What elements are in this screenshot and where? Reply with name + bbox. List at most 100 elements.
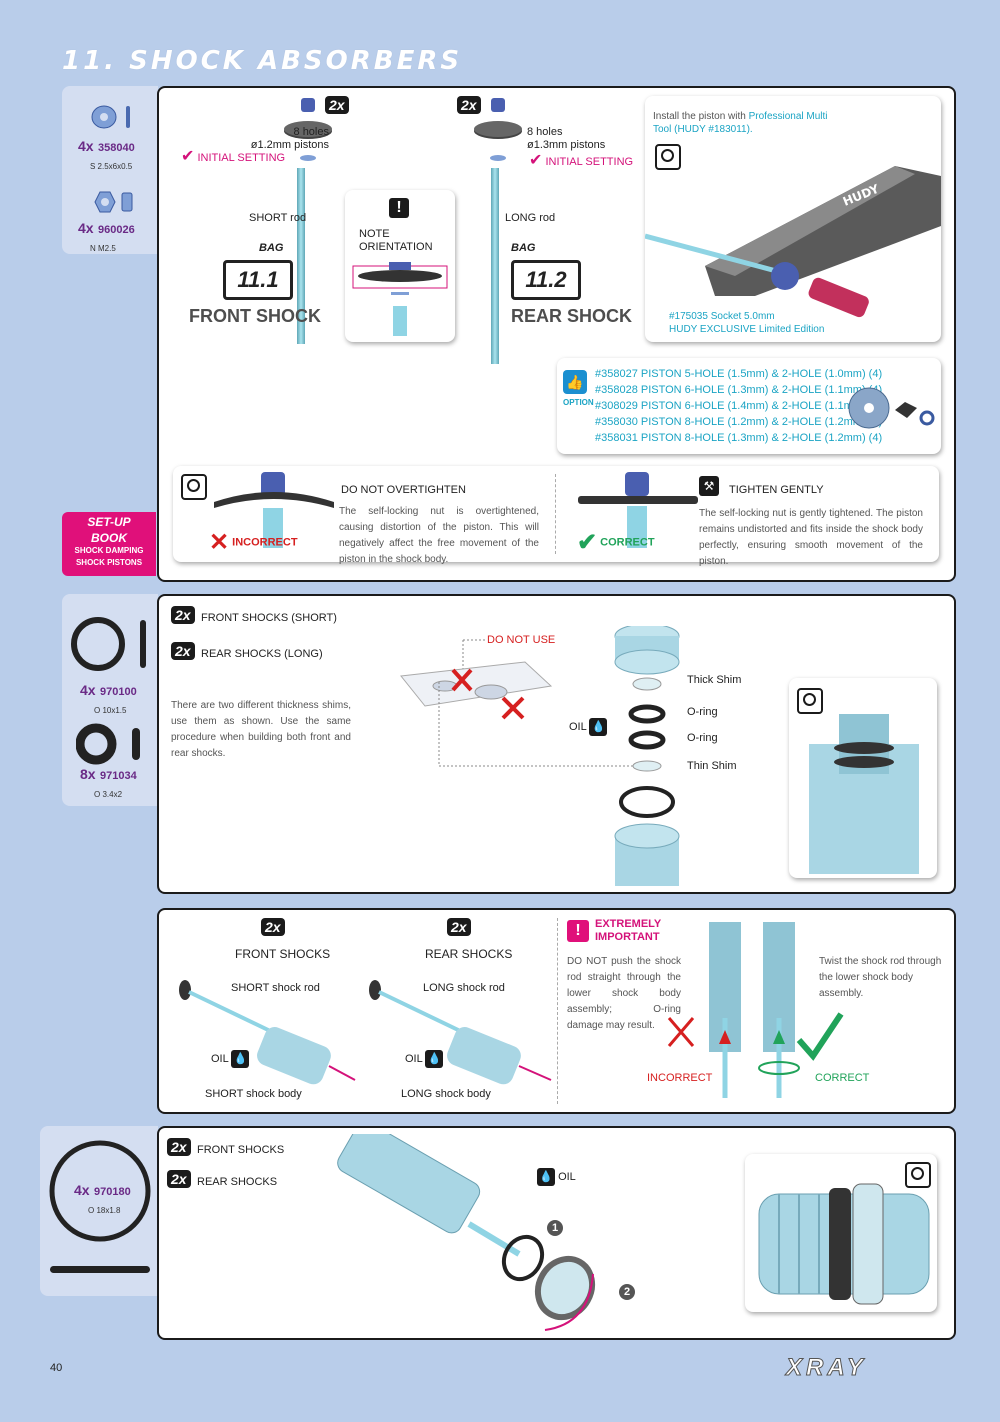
rear-initial-setting: ✔ INITIAL SETTING (529, 152, 634, 169)
important-icon: ! (567, 920, 589, 942)
do-not-use-label: DO NOT USE (487, 634, 556, 646)
incorrect-label: INCORRECT (647, 1072, 713, 1084)
wrench-icon: ⚒ (699, 476, 719, 496)
rear-shocks-label: REAR SHOCKS (425, 947, 513, 961)
divider (555, 474, 556, 554)
step-number-1: 1 (547, 1220, 563, 1236)
tightened-piston-image (578, 472, 698, 548)
socket-label: #175035 Socket 5.0mm HUDY EXCLUSIVE Limi… (669, 311, 825, 335)
oring-label-2: O-ring (687, 732, 718, 744)
shim-instructions: There are two different thickness shims,… (171, 700, 351, 759)
bag-number-rear: 11.2 (511, 260, 581, 300)
short-rod-label: SHORT rod (249, 212, 307, 224)
short-shock-rod-label: SHORT shock rod (231, 982, 320, 994)
option-item: #358031 PISTON 8-HOLE (1.3mm) & 2-HOLE (… (595, 432, 883, 444)
part-971034: 8x 971034 O 3.4x2 (80, 766, 137, 799)
front-shocks-short-label: FRONT SHOCKS (SHORT) (201, 612, 337, 624)
rear-shocks-long-label: REAR SHOCKS (LONG) (201, 648, 323, 660)
oil-label-front: OIL 💧 (211, 1050, 250, 1068)
twist-text: Twist the shock rod through the lower sh… (819, 956, 942, 999)
option-item: #358030 PISTON 8-HOLE (1.2mm) & 2-HOLE (… (595, 416, 883, 428)
thick-shim-label: Thick Shim (687, 674, 742, 686)
magnify-icon (797, 688, 823, 714)
option-label: OPTION (563, 398, 594, 407)
front-shock-label: FRONT SHOCK (189, 306, 321, 326)
long-rod-image (491, 168, 499, 364)
page-number: 40 (50, 1362, 63, 1374)
oil-drop-icon: 💧 (231, 1050, 250, 1068)
magnify-icon (905, 1162, 931, 1188)
thin-shim-label: Thin Shim (687, 760, 737, 772)
rear-shocks-label: REAR SHOCKS (197, 1176, 278, 1188)
front-shocks-label: FRONT SHOCKS (235, 947, 331, 961)
step-panel-1: 2x 8 holes ø1.2mm pistons ✔ INITIAL SETT… (157, 86, 956, 582)
front-initial-setting: ✔ INITIAL SETTING (181, 148, 286, 165)
page-title: 11. SHOCK ABSORBERS (62, 46, 463, 76)
long-shock-rod-label: LONG shock rod (423, 982, 505, 994)
oring-large-icon (71, 617, 146, 671)
divider (557, 918, 558, 1104)
parts-strip-4: 4x 970180 O 18x1.8 (40, 1126, 158, 1296)
option-pistons-box: 👍 OPTION #358027 PISTON 5-HOLE (1.5mm) &… (557, 358, 941, 454)
part-960026: 4x 960026 N M2.5 (78, 220, 135, 253)
incorrect-label: ✕ INCORRECT (209, 529, 298, 556)
oil-label: OIL 💧 (569, 718, 608, 736)
important-heading: EXTREMELY IMPORTANT (595, 918, 662, 943)
oring-closeup-image (809, 714, 919, 874)
option-item: #358028 PISTON 6-HOLE (1.3mm) & 2-HOLE (… (595, 384, 883, 396)
bag-number-front: 11.1 (223, 260, 293, 300)
overtightened-piston-image (214, 472, 334, 548)
oil-label-rear: OIL 💧 (405, 1050, 444, 1068)
step-panel-4: 2x FRONT SHOCKS 2x REAR SHOCKS 💧 OIL 1 2 (157, 1126, 956, 1340)
oring-small-icon (76, 723, 140, 765)
oring-label-1: O-ring (687, 706, 718, 718)
long-rod-label: LONG rod (505, 212, 556, 224)
tighten-title: TIGHTEN GENTLY (729, 484, 824, 496)
rear-shock-label: REAR SHOCK (511, 306, 633, 326)
oil-drop-icon: 💧 (537, 1168, 555, 1186)
correct-label: CORRECT (815, 1072, 870, 1084)
setup-book-tab[interactable]: SET-UP BOOK SHOCK DAMPING SHOCK PISTONS (62, 512, 156, 576)
oil-drop-icon: 💧 (425, 1050, 444, 1068)
piston-front-diagram (284, 98, 332, 161)
multi-tool-image: HUDY (645, 166, 941, 318)
exclamation-icon: ! (389, 198, 409, 218)
bag-label-front: BAG (259, 242, 284, 254)
front-shock-assembly-image (179, 980, 356, 1085)
tool-text: Install the piston with Professional Mul… (653, 111, 828, 135)
important-text: DO NOT push the shock rod straight throu… (567, 956, 681, 1031)
parts-strip-2: 4x 970100 O 10x1.5 8x 971034 O 3.4x2 (62, 594, 158, 806)
qty-badge: 2x (167, 1170, 191, 1188)
piston-rear-diagram (474, 98, 522, 161)
front-holes-label: 8 holes ø1.2mm pistons (250, 126, 329, 151)
oring-closeup-box (789, 678, 937, 878)
cross-icon: ✕ (209, 529, 230, 556)
qty-badge: 2x (171, 642, 195, 660)
note-orientation-box: ! NOTE ORIENTATION (345, 190, 455, 342)
bag-label-rear: BAG (511, 242, 536, 254)
qty-badge: 2x (171, 606, 195, 624)
rear-shock-assembly-image (369, 980, 552, 1085)
nut-icon (94, 191, 133, 213)
piston-orientation-diagram (352, 262, 448, 336)
parts-strip-1: 4x 358040 S 2.5x6x0.5 4x 960026 N M2.5 (62, 86, 158, 254)
option-item: #358027 PISTON 5-HOLE (1.5mm) & 2-HOLE (… (595, 368, 883, 380)
option-piston-image (848, 387, 935, 429)
oring-xl-icon (49, 1140, 151, 1242)
short-shock-body-label: SHORT shock body (205, 1088, 302, 1100)
shim-sprue-diagram (400, 626, 680, 886)
qty-badge: 2x (457, 96, 481, 114)
option-list: #358027 PISTON 5-HOLE (1.5mm) & 2-HOLE (… (595, 366, 882, 446)
qty-badge: 2x (167, 1138, 191, 1156)
step-panel-3: 2x FRONT SHOCKS 2x REAR SHOCKS SHORT sho… (157, 908, 956, 1114)
washer-icon (91, 105, 130, 129)
part-358040: 4x 358040 S 2.5x6x0.5 (78, 138, 135, 171)
check-icon: ✔ (529, 152, 543, 169)
option-item: #308029 PISTON 6-HOLE (1.4mm) & 2-HOLE (… (595, 400, 883, 412)
long-shock-body-label: LONG shock body (401, 1088, 491, 1100)
oil-drop-icon: 💧 (589, 718, 608, 736)
check-icon: ✔ (577, 529, 598, 556)
step-number-2: 2 (619, 1284, 635, 1300)
correct-label: ✔ CORRECT (577, 529, 655, 556)
front-shocks-label: FRONT SHOCKS (197, 1144, 285, 1156)
